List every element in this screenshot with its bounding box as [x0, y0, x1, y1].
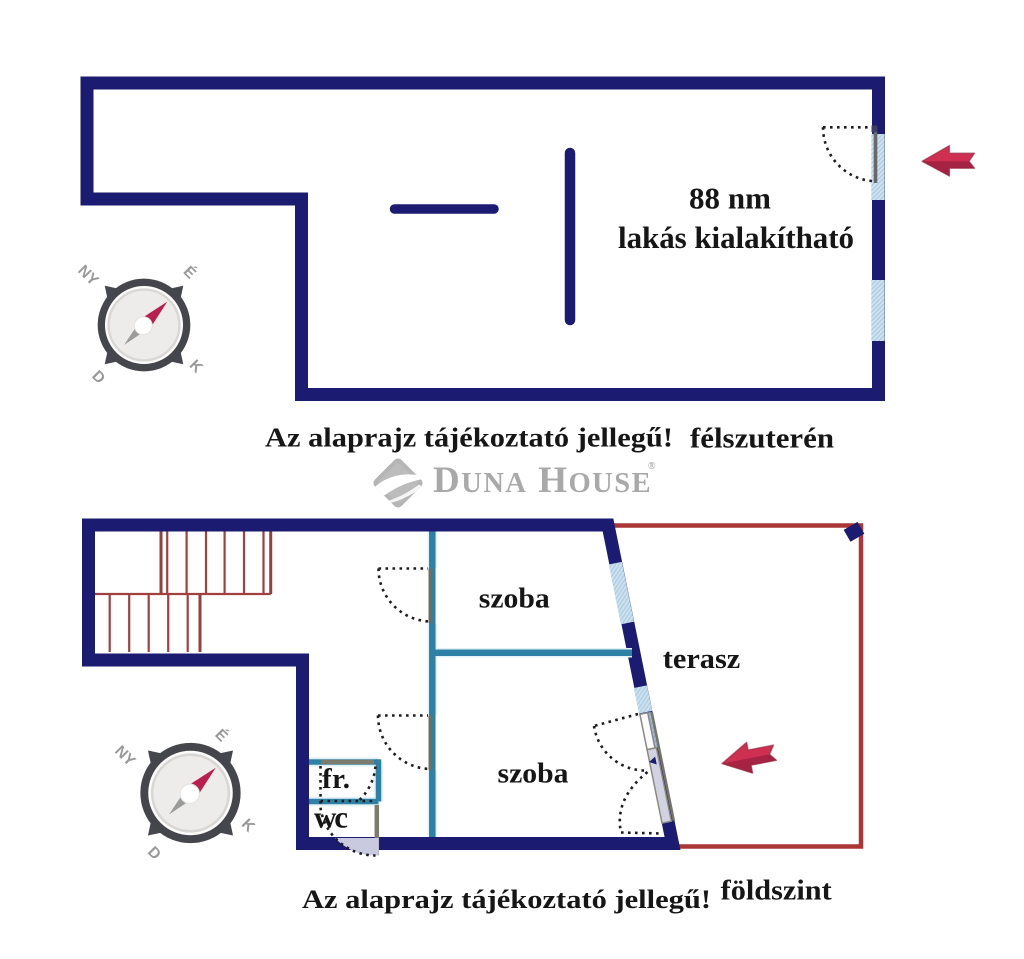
svg-text:K: K: [238, 816, 259, 837]
svg-text:NY: NY: [111, 743, 139, 771]
svg-text:DUNA HOUSE: DUNA HOUSE: [433, 460, 652, 501]
svg-text:É: É: [211, 726, 230, 745]
svg-text:D: D: [88, 367, 108, 387]
svg-text:fr.: fr.: [322, 763, 350, 795]
svg-text:szoba: szoba: [479, 583, 550, 614]
svg-text:szoba: szoba: [498, 758, 569, 789]
svg-text:NY: NY: [74, 262, 102, 290]
svg-text:D: D: [144, 843, 164, 863]
svg-text:terasz: terasz: [663, 644, 741, 675]
svg-text:wc: wc: [314, 800, 348, 835]
svg-text:Az alaprajz tájékoztató jelleg: Az alaprajz tájékoztató jellegű!: [302, 885, 711, 914]
svg-text:®: ®: [648, 461, 656, 472]
svg-text:É: É: [180, 263, 199, 282]
svg-text:lakás kialakítható: lakás kialakítható: [618, 220, 854, 255]
svg-text:Az alaprajz tájékoztató jelleg: Az alaprajz tájékoztató jellegű!: [265, 423, 673, 453]
svg-text:K: K: [186, 357, 207, 378]
svg-text:félszuterén: félszuterén: [690, 424, 834, 455]
svg-text:88 nm: 88 nm: [689, 181, 771, 216]
svg-text:földszint: földszint: [721, 876, 833, 907]
